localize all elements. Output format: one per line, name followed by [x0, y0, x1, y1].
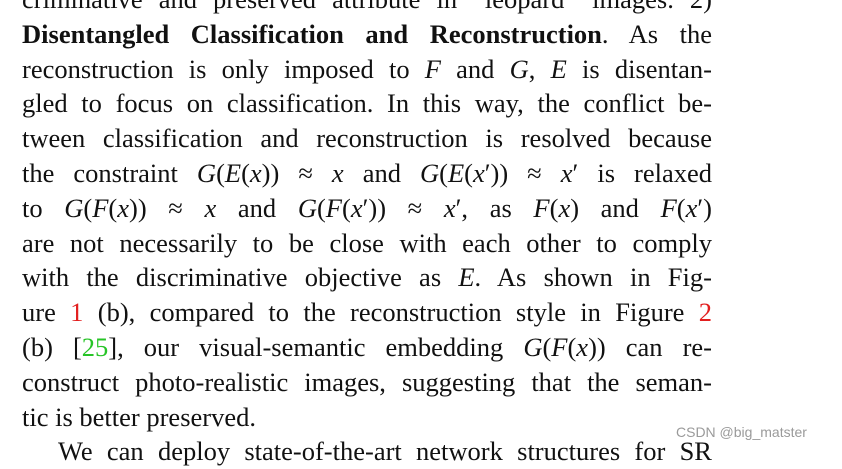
math-expression: G	[297, 192, 317, 223]
text-line-9: with the discriminative objective as E. …	[22, 262, 712, 293]
line-text: We can deploy state-of-the-art network s…	[58, 436, 712, 467]
math-expression: F	[660, 192, 677, 223]
text-line-10: ure 1 (b), compared to the reconstructio…	[22, 297, 713, 328]
math-expression: F	[92, 192, 109, 223]
math-expression: x	[560, 157, 573, 188]
figure-reference-link[interactable]: 2	[698, 297, 713, 328]
paragraph-text: criminative and preserved attribute in “…	[22, 0, 712, 469]
math-expression: x	[249, 157, 262, 188]
math-expression: x	[117, 192, 130, 223]
math-symbol: E	[550, 53, 567, 84]
paper-page: criminative and preserved attribute in “…	[22, 0, 807, 466]
bold-heading-phrase: Disentangled Classification and Reconstr…	[22, 18, 602, 49]
text-line-13: tic is better preserved.	[22, 400, 712, 435]
text-line-7: to G(F(x)) ≈ x and G(F(x′)) ≈ x′, as F(x…	[22, 192, 712, 223]
math-symbol: E	[458, 262, 475, 293]
figure-reference-link[interactable]: 1	[70, 297, 84, 328]
math-expression: x	[331, 157, 344, 188]
math-expression: E	[224, 157, 242, 188]
math-expression: x	[443, 192, 456, 223]
math-expression: G	[523, 331, 543, 362]
math-expression: x	[685, 192, 698, 223]
text-line-14: We can deploy state-of-the-art network s…	[22, 434, 712, 469]
text-line-1: criminative and preserved attribute in “…	[22, 0, 712, 17]
math-expression: x	[204, 192, 217, 223]
math-expression: F	[533, 192, 550, 223]
math-expression: F	[325, 192, 342, 223]
text-line-3: reconstruction is only imposed to F and …	[22, 53, 713, 84]
text-line-8: are not necessarily to be close with eac…	[22, 227, 712, 258]
line-text: tic is better preserved.	[22, 401, 256, 432]
text-line-2: Disentangled Classification and Reconstr…	[22, 17, 712, 52]
text-line-5: tween classification and reconstruction …	[22, 123, 712, 154]
citation-link[interactable]: 25	[81, 331, 109, 362]
text-line-12: construct photo-realistic images, sugges…	[22, 366, 712, 397]
text-line-4: gled to focus on classification. In this…	[22, 88, 712, 119]
text-line-11: (b) [25], our visual-semantic embedding …	[22, 331, 712, 362]
math-expression: F	[551, 331, 568, 362]
math-expression: x	[472, 157, 485, 188]
watermark-text: CSDN @big_matster	[676, 424, 807, 440]
text-line-6: the constraint G(E(x)) ≈ x and G(E(x′)) …	[22, 157, 712, 188]
math-expression: G	[419, 157, 440, 188]
math-symbol: F	[424, 53, 441, 84]
line-text: criminative and preserved attribute in “…	[22, 0, 712, 14]
math-expression: G	[196, 157, 217, 188]
math-expression: x	[576, 331, 589, 362]
math-expression: x	[558, 192, 571, 223]
math-expression: x	[350, 192, 363, 223]
line-text-tail: . As the	[601, 18, 712, 49]
math-symbol: G	[509, 53, 529, 84]
math-expression: E	[447, 157, 465, 188]
math-expression: G	[64, 192, 84, 223]
